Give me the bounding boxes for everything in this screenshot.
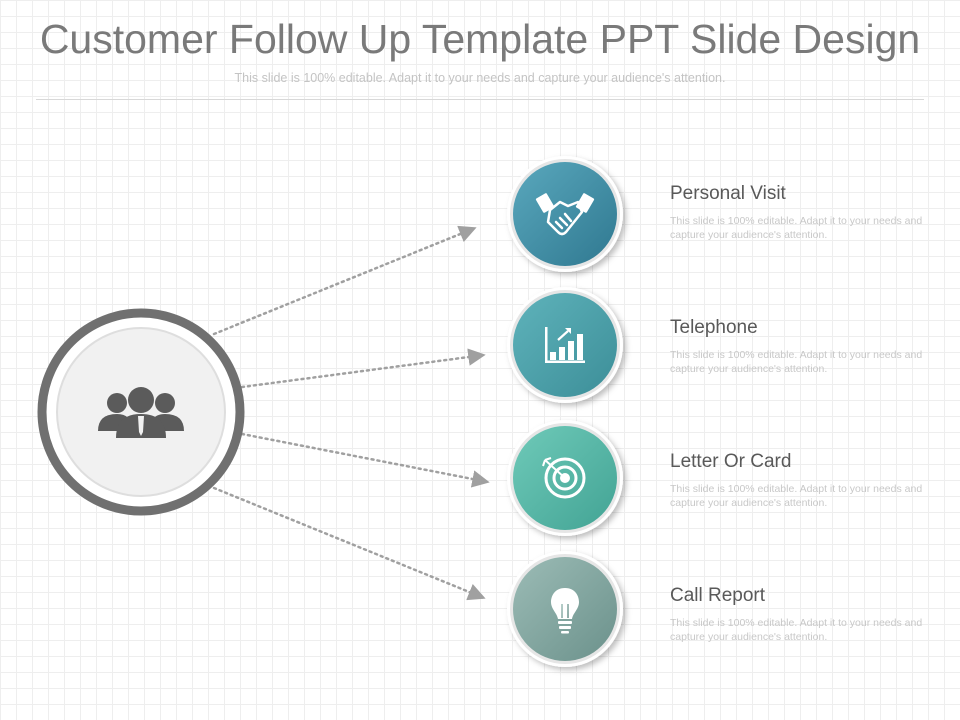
connector-arrows [212,225,490,601]
arrow-letter-or-card [240,432,490,488]
item-desc-letter-or-card: This slide is 100% editable. Adapt it to… [670,483,923,509]
item-desc-call-report: This slide is 100% editable. Adapt it to… [670,617,923,643]
item-title-letter-or-card: Letter Or Card [670,451,792,472]
lightbulb-icon [551,588,579,634]
hub-circle [37,308,245,516]
target-icon [542,457,586,499]
slide-subtitle: This slide is 100% editable. Adapt it to… [234,71,726,85]
title-divider [36,99,924,100]
bar-chart-growth-icon [545,327,585,363]
handshake-icon [535,193,595,236]
item-title-personal-visit: Personal Visit [670,183,786,204]
item-circle-personal-visit [507,156,623,272]
item-circle-letter-or-card [507,420,623,536]
item-title-call-report: Call Report [670,585,766,606]
arrow-telephone [240,348,486,389]
item-circle-call-report [507,551,623,667]
item-desc-telephone: This slide is 100% editable. Adapt it to… [670,349,923,375]
item-title-telephone: Telephone [670,317,758,338]
arrow-personal-visit [212,225,477,336]
slide-title: Customer Follow Up Template PPT Slide De… [39,16,921,62]
people-group-icon [98,387,184,438]
item-circle-telephone [507,287,623,403]
arrow-call-report [212,486,486,601]
item-desc-personal-visit: This slide is 100% editable. Adapt it to… [670,215,923,241]
